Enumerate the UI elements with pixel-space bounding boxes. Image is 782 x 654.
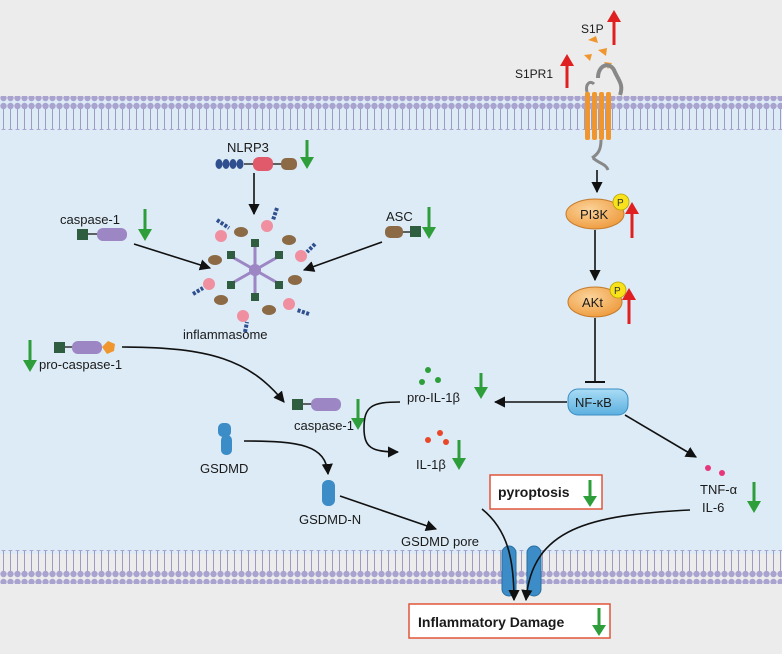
inflammatory-damage-label: Inflammatory Damage bbox=[418, 614, 564, 630]
nfkb-label: NF-κB bbox=[575, 395, 612, 410]
caspase1-top-down-arrow bbox=[138, 209, 152, 241]
nlrp3-label: NLRP3 bbox=[227, 140, 269, 155]
il6-label: IL-6 bbox=[702, 500, 724, 515]
caspase1-mid-label: caspase-1 bbox=[294, 418, 354, 433]
caspase1-top-molecule bbox=[77, 228, 127, 241]
top-membrane bbox=[0, 96, 782, 130]
s1pr1-up-arrow bbox=[560, 54, 574, 88]
pro-caspase1-molecule bbox=[54, 341, 115, 354]
pro-il1b-label: pro-IL-1β bbox=[407, 390, 460, 405]
pi3k-node bbox=[565, 198, 625, 230]
arrow-pyroptosis-through-pore bbox=[481, 508, 520, 602]
s1p-up-arrow bbox=[607, 10, 621, 45]
pyroptosis-label: pyroptosis bbox=[498, 484, 570, 500]
akt-phospho-icon bbox=[609, 281, 627, 299]
gsdmd-molecule bbox=[218, 423, 232, 455]
arrow-gsdmd-to-gsdmd-n bbox=[243, 440, 333, 476]
gsdmd-n-molecule bbox=[322, 480, 335, 506]
arrow-nfkb-to-cytokines bbox=[624, 414, 697, 458]
nlrp3-down-arrow bbox=[300, 140, 314, 169]
pyroptosis-down-arrow bbox=[583, 480, 597, 507]
gsdmd-n-label: GSDMD-N bbox=[299, 512, 361, 527]
arrow-cytokines-through-pore bbox=[521, 509, 691, 602]
asc-label: ASC bbox=[386, 209, 413, 224]
arrow-asc-to-inflammasome bbox=[302, 241, 383, 272]
akt-phospho-label: P bbox=[614, 286, 621, 297]
s1pr1-label: S1PR1 bbox=[515, 67, 553, 81]
tnf-il6-down-arrow bbox=[747, 482, 761, 513]
caspase1-mid-down-arrow bbox=[351, 399, 365, 430]
il1b-down-arrow bbox=[452, 440, 466, 470]
pro-il1b-dots bbox=[419, 367, 441, 385]
cytoplasm-region bbox=[0, 100, 782, 556]
s1pr1-receptor bbox=[585, 63, 624, 171]
inflammatory-damage-box bbox=[408, 603, 611, 639]
arrow-caspase1-to-inflammasome bbox=[133, 243, 212, 271]
nfkb-node bbox=[567, 388, 629, 416]
bottom-membrane bbox=[0, 550, 782, 584]
inflammatory-damage-down-arrow bbox=[592, 608, 606, 636]
arrow-pro-caspase1-to-caspase1 bbox=[121, 346, 285, 403]
pi3k-up-arrow bbox=[625, 202, 639, 238]
pi3k-phospho-label: P bbox=[617, 198, 624, 209]
pi3k-label: PI3K bbox=[580, 207, 609, 222]
gsdmd-label: GSDMD bbox=[200, 461, 248, 476]
pro-caspase1-down-arrow bbox=[23, 340, 37, 372]
gsdmd-pore bbox=[501, 545, 542, 597]
akt-node bbox=[567, 286, 623, 318]
gsdmd-pore-label: GSDMD pore bbox=[401, 534, 479, 549]
arrow-gsdmd-n-to-pore bbox=[339, 495, 438, 532]
pro-il1b-down-arrow bbox=[474, 373, 488, 399]
pi3k-phospho-icon bbox=[612, 193, 630, 211]
akt-up-arrow bbox=[622, 288, 636, 324]
asc-down-arrow bbox=[422, 207, 436, 239]
il1b-dots bbox=[425, 430, 449, 445]
s1p-label: S1P bbox=[581, 22, 604, 36]
il1b-label: IL-1β bbox=[416, 457, 446, 472]
tnf-il6-dots bbox=[705, 465, 725, 476]
caspase1-top-label: caspase-1 bbox=[60, 212, 120, 227]
inflammasome-complex bbox=[191, 207, 317, 333]
arrow-caspase1-cleaves-il1b bbox=[363, 401, 401, 458]
inflammasome-label: inflammasome bbox=[183, 327, 268, 342]
s1p-ligand bbox=[584, 36, 612, 69]
pyroptosis-box bbox=[489, 474, 603, 510]
pro-caspase1-label: pro-caspase-1 bbox=[39, 357, 122, 372]
akt-label: AKt bbox=[582, 295, 603, 310]
extracellular-space bbox=[0, 0, 782, 100]
tnf-label: TNF-α bbox=[700, 482, 738, 497]
nlrp3-molecule bbox=[215, 157, 297, 171]
caspase1-mid-molecule bbox=[292, 398, 341, 411]
asc-molecule bbox=[385, 226, 421, 238]
